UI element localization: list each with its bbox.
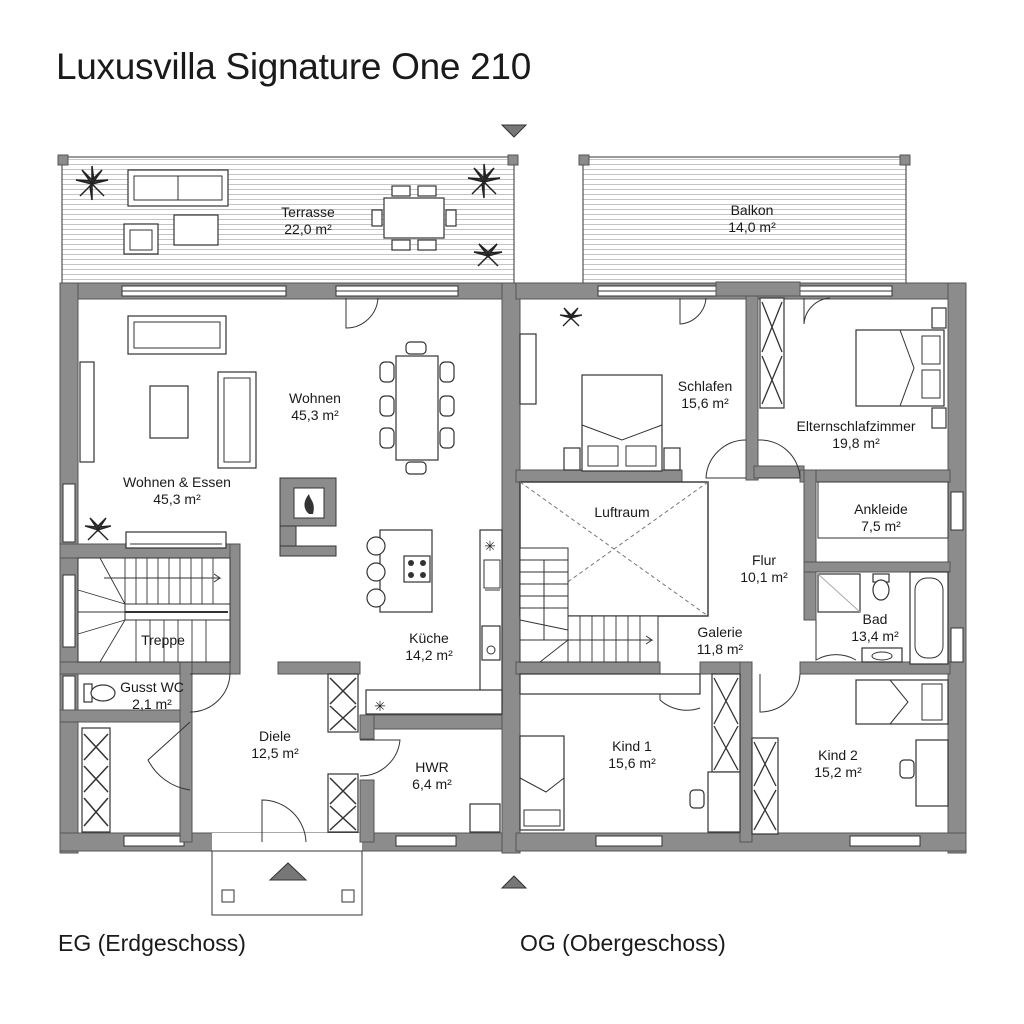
desk-icon [899,739,949,807]
galerie-name: Galerie [697,624,742,640]
og-floor-label: OG (Obergeschoss) [520,930,726,956]
wardrobe [327,773,359,833]
luftraum-name: Luftraum [594,504,649,520]
kind1-name: Kind 1 [612,738,652,754]
kind2-area: 15,2 m² [814,764,862,780]
galerie-area: 11,8 m² [697,641,744,657]
wardrobe [81,727,111,833]
balkon-name: Balkon [731,202,774,218]
treppe-name: Treppe [141,632,185,648]
ankleide-name: Ankleide [854,501,908,517]
plant-icon [559,307,583,327]
wohnen-name: Wohnen [289,390,341,406]
bed-icon [855,307,947,429]
plan-title: Luxusvilla Signature One 210 [56,46,531,87]
schlafen-cabinet [519,333,537,405]
desk-icon [689,771,741,833]
ankleide-fixtures [817,481,949,539]
toilet-icon [83,683,116,703]
plant-icon [75,165,109,201]
wardrobe [759,297,785,409]
bed-icon [519,735,565,831]
gaeste-wc-name: Gusst WC [120,679,184,695]
appliance-icon: ✳ [374,698,386,714]
kueche-area: 14,2 m² [405,647,453,663]
hwr-appliance [469,803,501,833]
gaeste-wc-area: 2,1 m² [132,696,172,712]
sink-icon [861,647,903,663]
living-furniture [79,315,503,715]
kind1-shelf [519,673,701,695]
north-arrow-top [500,124,528,138]
schlafen-area: 15,6 m² [681,395,729,411]
bad-name: Bad [863,611,888,627]
eg-staircase [77,557,231,663]
diele-area: 12,5 m² [251,745,299,761]
elternschlafzimmer-name: Elternschlafzimmer [796,418,915,434]
ankleide-area: 7,5 m² [861,518,901,534]
og-inner-walls [515,281,951,843]
entrance-steps [211,850,363,916]
bed-icon [563,374,681,472]
north-arrow-bottom [500,875,528,889]
terrasse-name: Terrasse [281,204,335,220]
appliance-icon: ✳ [484,538,496,554]
hwr-name: HWR [415,759,448,775]
og-staircase [519,547,659,663]
wohnen-essen-area: 45,3 m² [153,491,201,507]
terrasse-area [57,154,519,284]
toilet-icon [872,573,890,601]
kind1-area: 15,6 m² [608,755,656,771]
flur-name: Flur [752,552,776,568]
schlafen-name: Schlafen [678,378,732,394]
diele-name: Diele [259,728,291,744]
bathtub-icon [909,571,949,665]
elternschlafzimmer-area: 19,8 m² [832,435,880,451]
eg-inner-walls [59,543,503,843]
eg-floor-label: EG (Erdgeschoss) [58,930,246,956]
balkon-area [578,154,911,284]
wohnen-essen-name: Wohnen & Essen [123,474,231,490]
hwr-area: 6,4 m² [412,776,452,792]
wohnen-area: 45,3 m² [291,407,339,423]
bed-icon [855,679,949,725]
wardrobe [711,673,741,773]
plant-icon [467,163,501,199]
kueche-name: Küche [409,630,449,646]
kind2-name: Kind 2 [818,747,858,763]
balkon-area-value: 14,0 m² [728,219,776,235]
bad-area: 13,4 m² [851,628,899,644]
shower-icon [817,573,861,613]
wardrobe [327,673,359,733]
terrasse-area-value: 22,0 m² [284,221,332,237]
wardrobe [751,737,779,835]
plant-icon [473,243,503,267]
flur-area: 10,1 m² [740,569,788,585]
plant-icon [84,517,112,541]
